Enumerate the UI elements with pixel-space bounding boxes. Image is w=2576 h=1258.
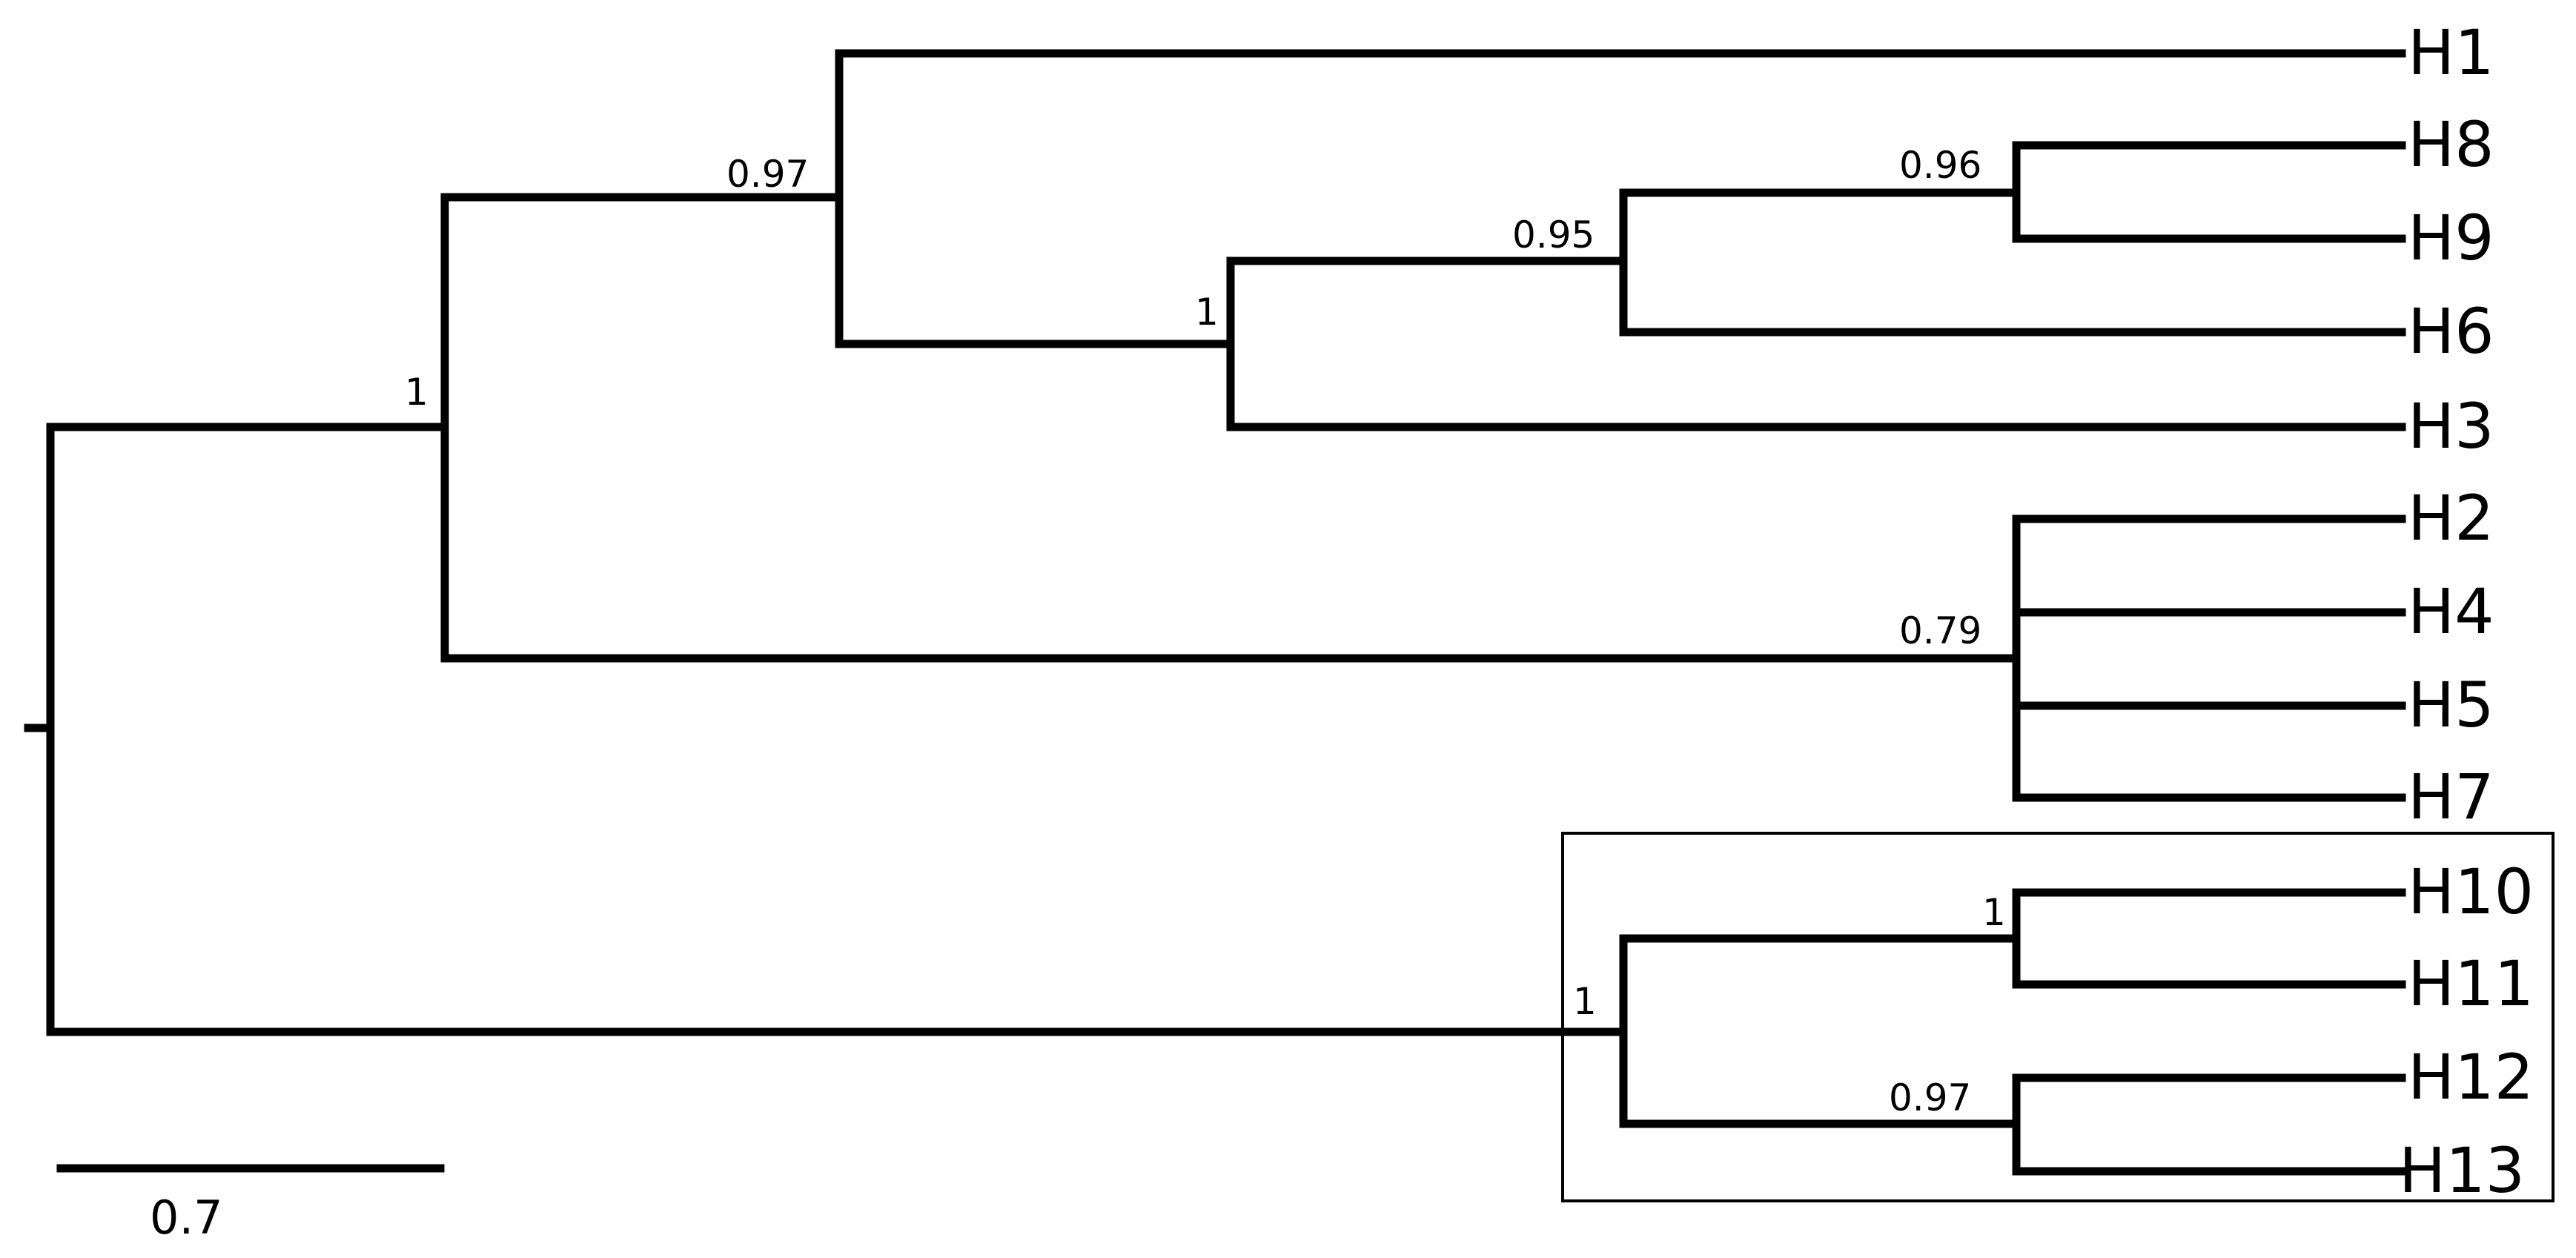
- tip-label: H1: [2408, 16, 2494, 89]
- tip-label: H5: [2408, 669, 2494, 741]
- tip-label: H4: [2408, 575, 2494, 648]
- tip-label: H8: [2408, 108, 2494, 181]
- tip-label: H9: [2408, 202, 2494, 274]
- tip-label: H3: [2408, 390, 2494, 463]
- tip-label: H11: [2408, 947, 2534, 1020]
- tip-label: H12: [2408, 1041, 2534, 1113]
- tip-label: H2: [2408, 482, 2494, 554]
- highlight-box: [1561, 832, 2555, 1202]
- tip-label: H7: [2408, 761, 2494, 833]
- support-label-clade-1-inner: 1: [1195, 291, 1219, 334]
- support-label-clade-097: 0.97: [726, 153, 809, 196]
- support-label-root-ingroup: 1: [405, 371, 428, 414]
- support-label-clade-H12-H13: 0.97: [1889, 1076, 1971, 1119]
- support-label-clade-096: 0.96: [1899, 144, 1981, 187]
- tip-label: H10: [2408, 855, 2534, 928]
- support-label-clade-095: 0.95: [1512, 213, 1595, 256]
- scale-bar-label: 0.7: [150, 1191, 223, 1245]
- support-label-boxed-clade: 1: [1573, 980, 1597, 1023]
- support-label-clade-079: 0.79: [1899, 609, 1981, 652]
- support-label-clade-H10-H11: 1: [1982, 891, 2006, 934]
- tip-label: H6: [2408, 295, 2494, 368]
- tip-label: H13: [2399, 1134, 2525, 1207]
